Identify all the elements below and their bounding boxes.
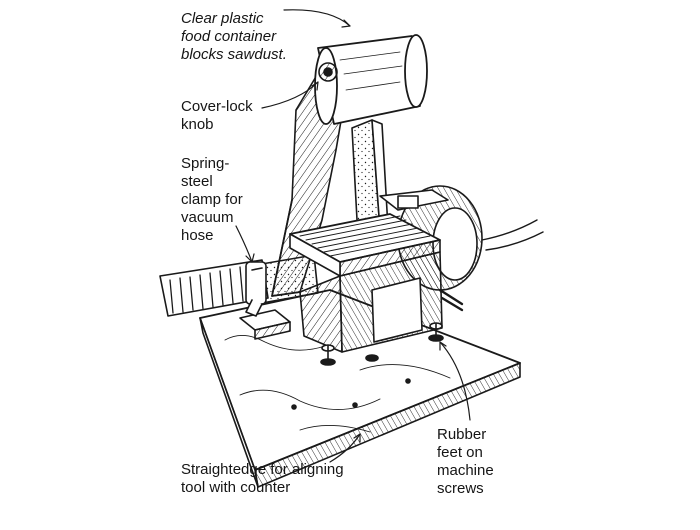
leader-container: [283, 9, 351, 27]
callout-clamp-line-3: clamp for: [181, 191, 243, 208]
spring-clamp: [245, 261, 267, 317]
callout-clamp: Spring- steel clamp for vacuum hose: [181, 155, 243, 245]
callout-clamp-line-2: steel: [181, 173, 213, 190]
cover-lock-knob: [318, 62, 338, 82]
callout-feet-line-3: machine: [437, 462, 494, 479]
callout-container-line-1: Clear plastic: [181, 10, 264, 27]
callout-clamp-line-1: Spring-: [181, 155, 230, 172]
callout-feet-line-2: feet on: [437, 444, 483, 461]
leader-straightedge: [329, 433, 361, 463]
leader-lines: [235, 9, 471, 463]
callout-straightedge-line-2: tool with counter: [181, 479, 291, 496]
callout-clamp-line-4: vacuum: [181, 209, 234, 226]
callout-feet-line-4: screws: [437, 480, 484, 497]
callout-container-line-2: food container: [181, 28, 277, 45]
callout-straightedge: Straightedge for aligning tool with coun…: [181, 461, 344, 497]
callout-feet: Rubber feet on machine screws: [437, 426, 494, 498]
worktable: [289, 213, 441, 277]
rubber-feet: [320, 322, 444, 366]
leader-clamp: [235, 225, 253, 263]
leader-feet: [439, 341, 471, 421]
callout-container-line-3: blocks sawdust.: [181, 46, 287, 63]
callout-straightedge-line-1: Straightedge for aligning: [181, 461, 344, 478]
callout-knob: Cover-lock knob: [181, 98, 253, 134]
straightedge-block: [239, 309, 291, 340]
base-cabinet: [299, 251, 464, 353]
callout-knob-line-2: knob: [181, 116, 214, 133]
callout-knob-line-1: Cover-lock: [181, 98, 253, 115]
callout-clamp-line-5: hose: [181, 227, 214, 244]
callout-feet-line-1: Rubber: [437, 426, 487, 443]
leader-knob: [261, 81, 319, 109]
callout-container: Clear plastic food container blocks sawd…: [181, 10, 287, 64]
